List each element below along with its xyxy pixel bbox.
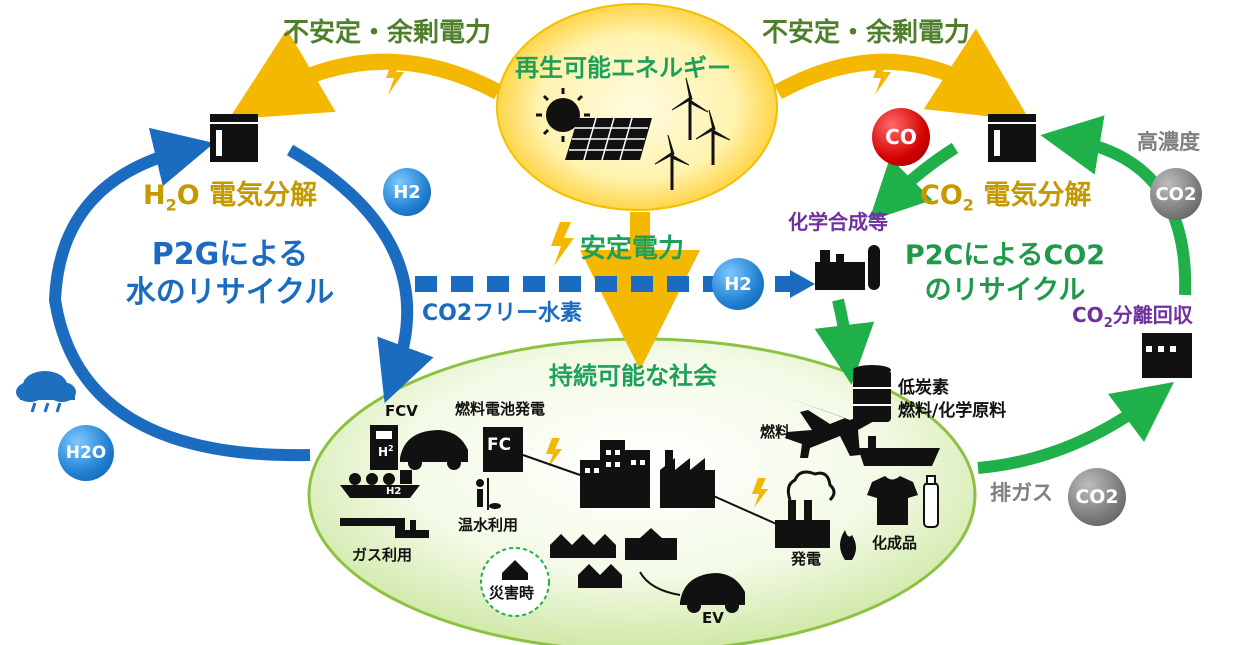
co2-free-hydrogen-head	[790, 270, 815, 298]
chemical-plant-icon	[815, 245, 880, 290]
bottle-icon	[923, 475, 939, 528]
co2-separation-label: CO2分離回収	[1072, 303, 1193, 331]
co2-free-hydrogen-label: CO2フリー水素	[422, 301, 583, 326]
p2g-cycle-arrow-right	[286, 144, 434, 404]
fcv-car-icon	[400, 430, 468, 470]
school-icon	[625, 528, 677, 560]
rain-cloud-icon	[16, 371, 76, 413]
co2-electrolysis-arrow	[868, 142, 959, 222]
disaster-label: 災害時	[489, 584, 535, 602]
lightning-icon	[386, 60, 404, 95]
society-factory-icon	[660, 450, 715, 508]
fuel-label: 燃料	[760, 423, 791, 441]
chem-to-society-arrow	[814, 298, 875, 385]
co2-electrolysis-label: CO2 電気分解	[920, 180, 1092, 215]
ev-label: EV	[702, 609, 724, 627]
exhaust-arrow	[977, 382, 1175, 474]
tshirt-icon	[867, 476, 918, 525]
sustainable-society-title: 持続可能な社会	[549, 362, 717, 390]
airplane-icon	[780, 395, 878, 458]
unstable-power-label-right: 不安定・余剰電力	[762, 18, 971, 48]
solar-panel-icon	[536, 88, 652, 161]
co2-electrolyzer-icon	[988, 114, 1036, 162]
p2c-label: P2CによるCO2 のリサイクル	[904, 240, 1106, 307]
shower-person-icon	[476, 478, 501, 510]
city-buildings-icon	[580, 440, 650, 508]
p2g-label: P2Gによる 水のリサイクル	[125, 237, 335, 310]
disaster-house-icon	[502, 560, 528, 580]
power-plant-icon	[775, 470, 856, 560]
renewable-energy-title: 再生可能エネルギー	[515, 54, 731, 82]
fcv-label: FCV	[385, 402, 418, 420]
hot-water-label: 温水利用	[458, 516, 519, 534]
power-gen-label: 発電	[791, 550, 822, 568]
fuel-cell-box	[483, 427, 523, 472]
high-concentration-label: 高濃度	[1137, 130, 1200, 154]
h2-bubble: H2	[712, 258, 764, 310]
fuel-cell-power-label: 燃料電池発電	[455, 400, 546, 418]
ev-car-icon	[639, 571, 745, 613]
fc-label: FC	[487, 435, 512, 455]
houses-icon	[550, 534, 622, 588]
p2g-cycle-arrow-left	[48, 127, 311, 462]
chemicals-label: 化成品	[872, 534, 918, 552]
oil-barrel-icon	[853, 365, 891, 422]
wind-turbine-icon	[654, 134, 690, 190]
lightning-icon	[551, 222, 574, 266]
lightning-icon	[546, 438, 562, 468]
stable-power-label: 安定電力	[580, 234, 685, 264]
h2-ship-label: H2	[386, 486, 402, 497]
hydrogen-station-icon	[370, 425, 398, 470]
wind-turbine-icon	[695, 109, 731, 165]
exhaust-label: 排ガス	[990, 481, 1053, 505]
h2-station-label: H2	[378, 444, 394, 459]
unstable-power-arrow-left	[228, 29, 502, 120]
low-carbon-label: 低炭素 燃料/化学原料	[898, 378, 1007, 421]
gas-use-label: ガス利用	[352, 546, 413, 564]
lightning-icon	[752, 478, 768, 508]
gas-pipe-icon	[340, 518, 429, 538]
h2o-bubble: H2O	[58, 425, 114, 481]
h2o-electrolyzer-icon	[210, 114, 258, 162]
co2-bubble: CO2	[1150, 168, 1202, 220]
tanker-ship-icon	[858, 436, 940, 466]
chem-synthesis-label: 化学合成等	[788, 210, 888, 234]
co-bubble: CO	[872, 108, 930, 166]
disaster-circle	[480, 547, 550, 617]
wind-turbine-icon	[671, 77, 709, 140]
power-line	[522, 454, 581, 476]
co2-bubble: CO2	[1068, 468, 1126, 526]
h2-bubble: H2	[383, 168, 431, 216]
h2-ship-icon	[340, 470, 420, 498]
unstable-power-label-left: 不安定・余剰電力	[283, 18, 492, 48]
h2o-electrolysis-label: H2O 電気分解	[143, 180, 318, 215]
factory-icon	[1142, 333, 1192, 378]
renewable-energy-ellipse	[496, 3, 778, 211]
lightning-icon	[873, 60, 891, 95]
